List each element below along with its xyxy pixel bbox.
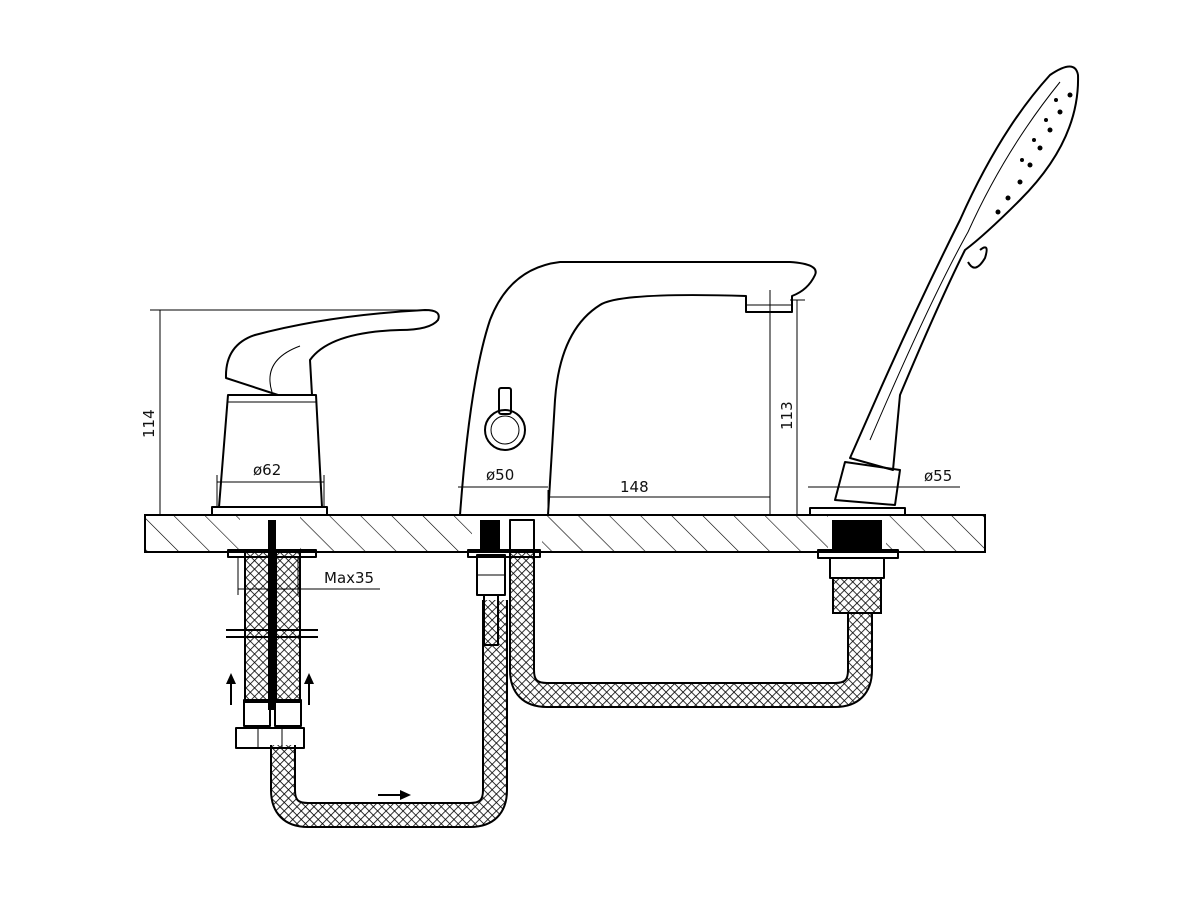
- spout: [459, 261, 817, 516]
- dimension-label: ø62: [253, 461, 281, 479]
- spray-nozzles: [995, 92, 1073, 215]
- dimension-label: 113: [778, 401, 796, 430]
- sensor-keyhole-icon: [484, 387, 526, 451]
- dimension-label: ø50: [486, 466, 514, 484]
- dimension-62: ø62: [216, 461, 325, 507]
- dimension-114: 114: [140, 309, 432, 515]
- dimension-50: ø50: [458, 466, 548, 488]
- arrow-right-icon: [400, 790, 411, 800]
- lever-mixer: [211, 309, 440, 516]
- dimension-55: ø55: [808, 467, 960, 488]
- arrow-up-icon: [226, 673, 236, 684]
- dimension-label: 148: [620, 478, 649, 496]
- flow-arrows: [226, 673, 411, 800]
- dimension-148: 148: [547, 290, 771, 515]
- hoses: [226, 519, 899, 828]
- dimension-max35: Max35: [237, 557, 380, 595]
- dimension-label: ø55: [924, 467, 952, 485]
- hand-shower: [809, 65, 1080, 516]
- dimension-113: 113: [778, 299, 805, 515]
- arrow-up-icon: [304, 673, 314, 684]
- dimension-label: Max35: [324, 569, 374, 587]
- dimension-label: 114: [140, 409, 158, 438]
